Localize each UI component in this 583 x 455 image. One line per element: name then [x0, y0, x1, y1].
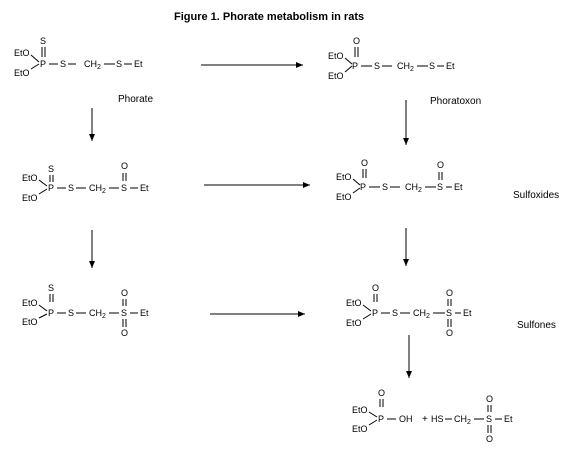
compound-phorate-sulfone: S EtO EtO P S CH2 S O O Et: [22, 283, 149, 338]
atom-o: O: [446, 328, 453, 338]
atom-ch2: CH2: [84, 59, 101, 71]
atom-s: S: [68, 308, 74, 318]
atom-hs: HS: [431, 414, 444, 424]
compound-phoratoxon-sulfone: O EtO EtO P S CH2 S O O Et: [346, 283, 472, 338]
atom-et: Et: [463, 308, 472, 318]
atom-o: O: [121, 328, 128, 338]
atom-p: P: [372, 308, 378, 318]
atom-et: Et: [504, 414, 513, 424]
atom-eto: EtO: [352, 424, 368, 434]
atom-et: Et: [134, 59, 143, 69]
caption-sulfones: Sulfones: [517, 320, 556, 331]
atom-o: O: [437, 160, 444, 170]
atom-s: S: [116, 59, 122, 69]
atom-ch2: CH2: [413, 308, 430, 320]
atom-p: P: [352, 61, 358, 71]
atom-eto: EtO: [14, 48, 30, 58]
compound-thiol-sulfone: HS CH2 S O O Et: [431, 394, 513, 444]
atom-eto: EtO: [14, 68, 30, 78]
caption-sulfoxides: Sulfoxides: [513, 190, 559, 201]
atom-s: S: [446, 308, 452, 318]
atom-s: S: [437, 182, 443, 192]
atom-eto: EtO: [22, 193, 38, 203]
atom-s: S: [121, 308, 127, 318]
caption-phorate: Phorate: [118, 94, 153, 105]
atom-s: S: [121, 183, 127, 193]
atom-ch2: CH2: [89, 308, 106, 320]
atom-o: O: [353, 36, 360, 46]
atom-p: P: [360, 182, 366, 192]
atom-eto: EtO: [328, 51, 344, 61]
figure-title: Figure 1. Phorate metabolism in rats: [174, 11, 364, 23]
atom-ch2: CH2: [454, 414, 471, 426]
atom-et: Et: [140, 183, 149, 193]
atom-s: S: [486, 414, 492, 424]
atom-o: O: [378, 388, 385, 398]
atom-oh: OH: [399, 414, 413, 424]
atom-s: S: [40, 36, 46, 46]
atom-et: Et: [140, 308, 149, 318]
atom-p: P: [40, 59, 46, 69]
atom-p: P: [48, 308, 54, 318]
atom-p: P: [378, 414, 384, 424]
plus-sign: +: [422, 414, 428, 425]
atom-et: Et: [454, 182, 463, 192]
atom-eto: EtO: [22, 317, 38, 327]
atom-ch2: CH2: [397, 61, 414, 73]
caption-phoratoxon: Phoratoxon: [430, 96, 481, 107]
atom-o: O: [446, 288, 453, 298]
atom-ch2: CH2: [89, 183, 106, 195]
atom-s: S: [68, 183, 74, 193]
atom-p: P: [48, 183, 54, 193]
atom-o: O: [121, 161, 128, 171]
atom-eto: EtO: [352, 405, 368, 415]
atom-eto: EtO: [22, 173, 38, 183]
atom-o: O: [486, 434, 493, 444]
atom-s: S: [48, 164, 54, 174]
compound-phoratoxon-sulfoxide: O EtO EtO P S CH2 S O Et: [336, 158, 463, 202]
atom-s: S: [382, 182, 388, 192]
atom-o: O: [486, 394, 493, 404]
compound-diethyl-phosphate: O EtO EtO P OH: [352, 388, 413, 434]
atom-s: S: [60, 59, 66, 69]
compound-phoratoxon: O EtO EtO P S CH2 S Et: [328, 36, 455, 81]
compound-phorate-sulfoxide: S EtO EtO P S CH2 S O Et: [22, 161, 149, 203]
atom-eto: EtO: [22, 298, 38, 308]
atom-eto: EtO: [336, 172, 352, 182]
atom-s: S: [429, 61, 435, 71]
atom-s: S: [392, 308, 398, 318]
atom-eto: EtO: [346, 298, 362, 308]
atom-ch2: CH2: [405, 182, 422, 194]
atom-o: O: [372, 283, 379, 293]
atom-o: O: [121, 288, 128, 298]
atom-o: O: [361, 158, 368, 168]
atom-s: S: [48, 283, 54, 293]
atom-s: S: [374, 61, 380, 71]
atom-eto: EtO: [346, 318, 362, 328]
atom-eto: EtO: [336, 192, 352, 202]
atom-eto: EtO: [328, 71, 344, 81]
compound-phorate: S EtO EtO P S CH2 S Et: [14, 36, 143, 78]
atom-et: Et: [446, 61, 455, 71]
